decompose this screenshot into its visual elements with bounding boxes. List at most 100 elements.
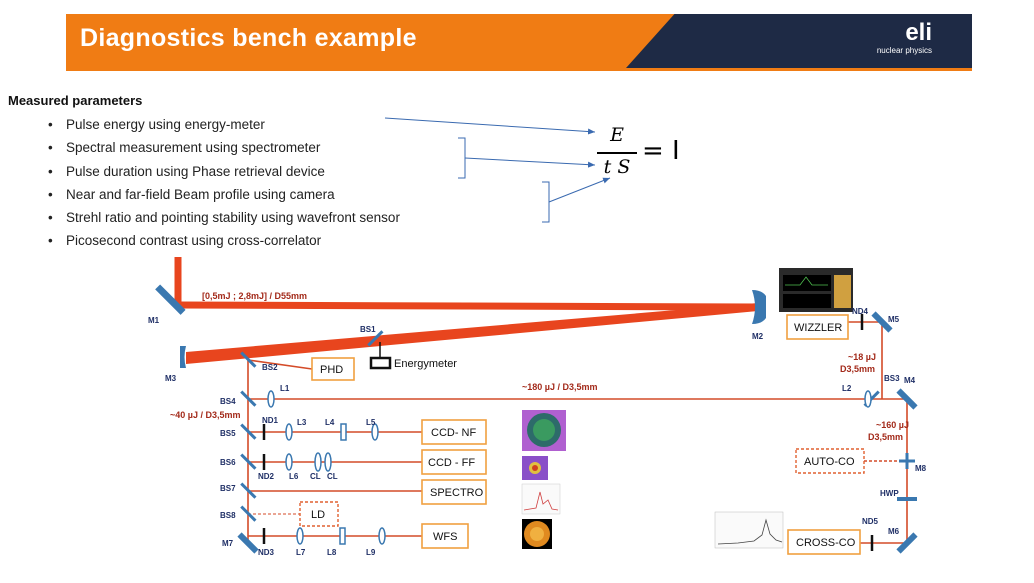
- lens-l9: [378, 527, 386, 545]
- beam-label-left: ~40 µJ / D3,5mm: [170, 410, 240, 420]
- bs4: [240, 390, 257, 407]
- label-m3: M3: [165, 374, 177, 383]
- eli-logo: eli nuclear physics: [852, 20, 932, 64]
- beam-label-right-a: ~18 µJ: [848, 352, 876, 362]
- wizzler-trace: [785, 276, 828, 286]
- beam-splitters: [240, 330, 880, 522]
- param-item: Near and far-field Beam profile using ca…: [48, 183, 400, 206]
- label-nd1: ND1: [262, 416, 279, 425]
- param-item: Pulse energy using energy-meter: [48, 113, 400, 136]
- formula-denominator: t S: [603, 156, 631, 178]
- label-l7: L7: [296, 548, 306, 557]
- label-nd2: ND2: [258, 472, 275, 481]
- label-l6: L6: [289, 472, 299, 481]
- label-m2: M2: [752, 332, 764, 341]
- intensity-formula: E t S = I: [592, 124, 682, 184]
- beam-main: [177, 301, 759, 311]
- label-bs7: BS7: [220, 484, 236, 493]
- mirrors: [155, 284, 918, 554]
- label-l5: L5: [366, 418, 376, 427]
- label-nd3: ND3: [258, 548, 275, 557]
- box-label-cross-co: CROSS-CO: [796, 537, 856, 549]
- logo-subtitle: nuclear physics: [876, 46, 932, 55]
- lens-l2: [864, 390, 872, 408]
- label-bs1: BS1: [360, 325, 376, 334]
- lenses: [267, 390, 872, 545]
- box-label-ccd-ff: CCD - FF: [428, 457, 475, 469]
- lens-l8: [339, 527, 346, 545]
- nf-profile-core: [533, 419, 555, 441]
- label-bs8: BS8: [220, 511, 236, 520]
- spectro-trace: [523, 491, 559, 511]
- beam-label-main: [0,5mJ ; 2,8mJ] / D55mm: [202, 291, 307, 301]
- label-m8: M8: [915, 464, 927, 473]
- box-label-auto-co: AUTO-CO: [804, 456, 855, 468]
- label-l9: L9: [366, 548, 376, 557]
- label-l3: L3: [297, 418, 307, 427]
- wizzler-panel-top: [783, 275, 831, 291]
- box-phd: [311, 357, 355, 381]
- wizzler-sidebar: [834, 275, 851, 308]
- label-nd5: ND5: [862, 517, 879, 526]
- arrow-beam: [548, 177, 611, 203]
- params-list: Pulse energy using energy-meter Spectral…: [48, 113, 400, 253]
- box-label-phd: PHD: [320, 364, 343, 376]
- page-title: Diagnostics bench example: [80, 24, 417, 52]
- param-item: Strehl ratio and pointing stability usin…: [48, 206, 400, 229]
- beam-label-right-b2: D3,5mm: [868, 432, 903, 442]
- lens-cl2: [324, 452, 332, 472]
- header-dark-band: [626, 14, 972, 68]
- header-orange-band: [66, 14, 706, 68]
- label-hwp: HWP: [880, 489, 899, 498]
- formula-numerator: E: [610, 124, 624, 146]
- lens-l5: [371, 423, 379, 441]
- thin-beams: [247, 321, 908, 544]
- mirror-m5: [871, 311, 893, 333]
- params-heading: Measured parameters: [8, 93, 143, 108]
- param-item: Pulse duration using Phase retrieval dev…: [48, 160, 400, 183]
- lens-l1: [267, 390, 275, 408]
- lens-l6: [285, 453, 293, 471]
- param-item: Spectral measurement using spectrometer: [48, 136, 400, 159]
- label-bs2: BS2: [262, 363, 278, 372]
- label-cl2: CL: [327, 472, 338, 481]
- mirror-m6: [896, 532, 918, 554]
- lens-l7: [296, 527, 304, 545]
- box-label-ccd-nf: CCD- NF: [431, 427, 476, 439]
- box-label-wizzler: WIZZLER: [794, 322, 842, 334]
- label-bs4: BS4: [220, 397, 236, 406]
- label-l2: L2: [842, 384, 852, 393]
- cross-co-plot: [714, 511, 784, 549]
- box-ccd-ff: [421, 449, 487, 475]
- header-bar: Diagnostics bench example eli nuclear ph…: [66, 14, 972, 71]
- beam-label-right-b: ~160 µJ: [876, 420, 909, 430]
- dashed-boxes: [299, 448, 865, 527]
- box-wfs: [421, 523, 469, 549]
- beam-return: [186, 303, 758, 364]
- label-cl1: CL: [310, 472, 321, 481]
- bs2: [240, 351, 257, 368]
- mirror-m7: [237, 532, 259, 554]
- label-bs6: BS6: [220, 458, 236, 467]
- bracket-spectral: [458, 137, 466, 179]
- bracket-beam: [542, 181, 550, 223]
- label-m5: M5: [888, 315, 900, 324]
- label-l1: L1: [280, 384, 290, 393]
- lens-l3: [285, 423, 293, 441]
- label-m7: M7: [222, 539, 234, 548]
- header-stripe: [66, 68, 972, 71]
- box-cross-co: [787, 529, 861, 555]
- bs7: [240, 482, 257, 499]
- energymeter-head: [369, 356, 392, 370]
- wizzler-panel-bottom: [783, 294, 831, 308]
- mirror-m4: [896, 388, 918, 410]
- label-l4: L4: [325, 418, 335, 427]
- bs6: [240, 453, 257, 470]
- box-label-spectro: SPECTRO: [430, 487, 484, 499]
- logo-mark: eli: [905, 19, 932, 46]
- label-bs5: BS5: [220, 429, 236, 438]
- ff-profile-core: [532, 465, 538, 471]
- mirror-m2: [752, 290, 766, 324]
- bs5: [240, 423, 257, 440]
- label-m6: M6: [888, 527, 900, 536]
